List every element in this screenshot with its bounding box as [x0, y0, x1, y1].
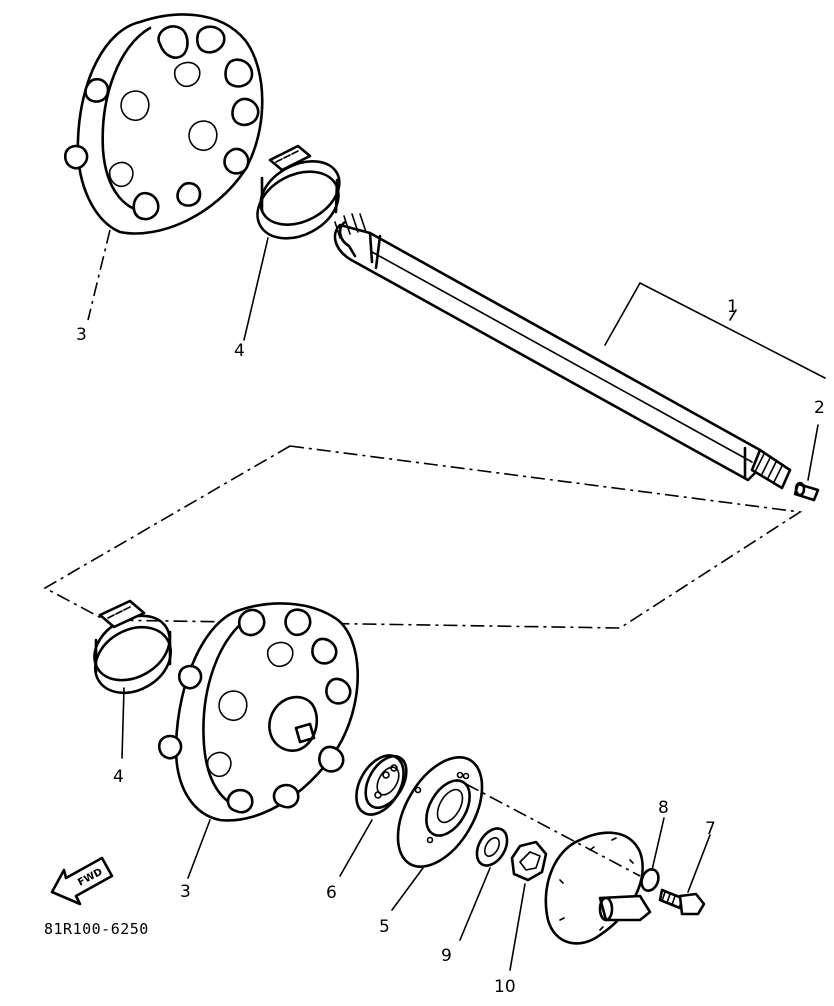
callout-8: 8	[658, 798, 669, 818]
leader-lines	[87, 229, 826, 971]
sprocket-top	[63, 13, 264, 235]
diagram-code: 81R100-6250	[44, 920, 149, 938]
callout-1: 1	[727, 297, 738, 317]
callout-6: 6	[326, 883, 337, 903]
drive-shaft	[333, 213, 792, 490]
bearing-housing	[544, 831, 652, 945]
sprocket-bottom	[157, 602, 359, 822]
callout-9: 9	[441, 946, 452, 966]
assembly-centerline	[43, 445, 803, 629]
nut-part	[510, 840, 548, 882]
callout-3-bottom: 3	[180, 882, 191, 902]
callout-3-top: 3	[76, 325, 87, 345]
fwd-arrow-icon: FWD	[50, 856, 114, 906]
flange-plate	[396, 756, 484, 868]
bearing-part	[355, 754, 408, 816]
callout-7: 7	[705, 819, 716, 839]
washer-part	[475, 827, 509, 867]
callout-5: 5	[379, 917, 390, 937]
callout-2: 2	[814, 398, 825, 418]
callout-10: 10	[494, 977, 516, 997]
pin-part	[793, 481, 820, 502]
small-washer-part	[640, 868, 660, 892]
callout-4-bottom: 4	[113, 767, 124, 787]
bolt-part	[658, 888, 706, 916]
hose-clamp-bottom	[93, 599, 173, 695]
hose-clamp-top	[256, 144, 341, 240]
callout-4-top: 4	[234, 341, 245, 361]
